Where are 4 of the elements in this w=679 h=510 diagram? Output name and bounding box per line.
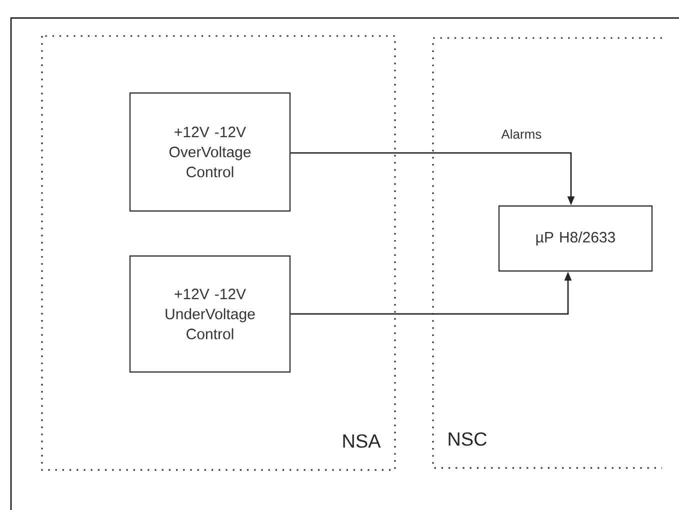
block-box: +12V -12V UnderVoltage Control: [129, 255, 291, 373]
block-box: µP H8/2633: [498, 205, 653, 272]
block-box: +12V -12V OverVoltage Control: [129, 92, 291, 212]
edge-label: Alarms: [500, 128, 543, 140]
